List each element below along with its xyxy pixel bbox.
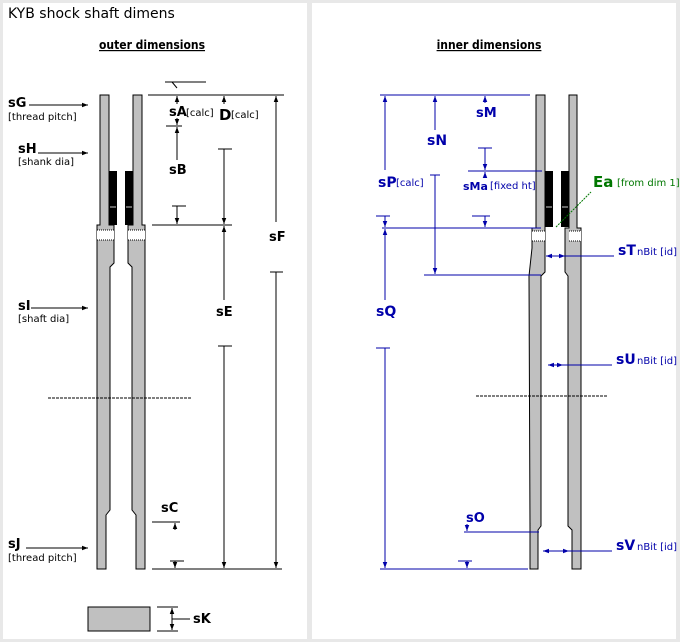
dim-label-sK: sK [193, 612, 212, 627]
note-sG: [thread pitch] [8, 112, 77, 123]
dim-label-sU: sU [616, 352, 636, 368]
outer-heading: outer dimensions [99, 38, 205, 52]
dim-label-sC: sC [161, 501, 178, 516]
outer-dimension-labels: sA [calc] D [calc] sB sE sF sC sK [161, 105, 286, 627]
dim-label-sMa: sMa [463, 180, 488, 193]
dim-label-sA: sA [169, 105, 187, 120]
dim-note-sT: nBit [id] [637, 247, 677, 258]
inner-dimension-lines [376, 94, 614, 570]
outer-left-labels: sG [thread pitch] sH [shank dia] sI [sha… [8, 96, 88, 564]
outer-seal-left [109, 171, 117, 225]
inner-dimensions-panel [312, 3, 676, 639]
dim-note-sMa: [fixed ht] [490, 181, 536, 192]
dim-label-sP: sP [378, 175, 397, 191]
label-sH: sH [18, 142, 37, 157]
dim-note-sU: nBit [id] [637, 356, 677, 367]
inner-dimension-labels: sM sN sP [calc] sMa [fixed ht] sQ sT nBi… [376, 106, 677, 554]
inner-seal-left [545, 171, 553, 227]
dim-label-sN: sN [427, 133, 447, 149]
inner-shaft-left-wall [528, 94, 546, 570]
page-title: KYB shock shaft dimens [8, 6, 175, 22]
dim-label-sB: sB [169, 163, 187, 178]
dim-label-sF: sF [269, 230, 286, 245]
label-sJ: sJ [8, 537, 21, 552]
outer-shaft-left-wall [96, 94, 115, 570]
dim-note-Ea: [from dim 1] [617, 178, 680, 189]
Ea-callout-line [555, 191, 592, 228]
dim-label-sQ: sQ [376, 304, 396, 320]
dim-label-sT: sT [618, 243, 636, 259]
outer-dimensions-panel [3, 3, 307, 639]
dim-note-sV: nBit [id] [637, 542, 677, 553]
inner-shaft-drawing [476, 94, 607, 570]
outer-dimension-lines [148, 81, 284, 632]
dim-label-sM: sM [476, 106, 497, 121]
outer-seal-right [125, 171, 133, 225]
dim-note-D: [calc] [231, 110, 259, 121]
dim-label-sO: sO [466, 511, 485, 526]
dim-label-D: D [219, 106, 231, 124]
dim-label-Ea: Ea [593, 173, 613, 191]
inner-shaft-right-wall [564, 94, 582, 570]
inner-heading: inner dimensions [437, 38, 542, 52]
outer-shaft-drawing [48, 94, 192, 570]
inner-seal-right [561, 171, 569, 227]
outer-shaft-right-wall [127, 94, 146, 570]
note-sI: [shaft dia] [18, 314, 69, 325]
sK-sample-block [87, 606, 151, 632]
label-sG: sG [8, 96, 26, 111]
dim-label-sV: sV [616, 538, 635, 554]
note-sJ: [thread pitch] [8, 553, 77, 564]
dim-label-sE: sE [216, 305, 233, 320]
label-sI: sI [18, 299, 31, 314]
dim-note-sP: [calc] [396, 178, 424, 189]
dim-note-sA: [calc] [186, 108, 214, 119]
note-sH: [shank dia] [18, 157, 74, 168]
